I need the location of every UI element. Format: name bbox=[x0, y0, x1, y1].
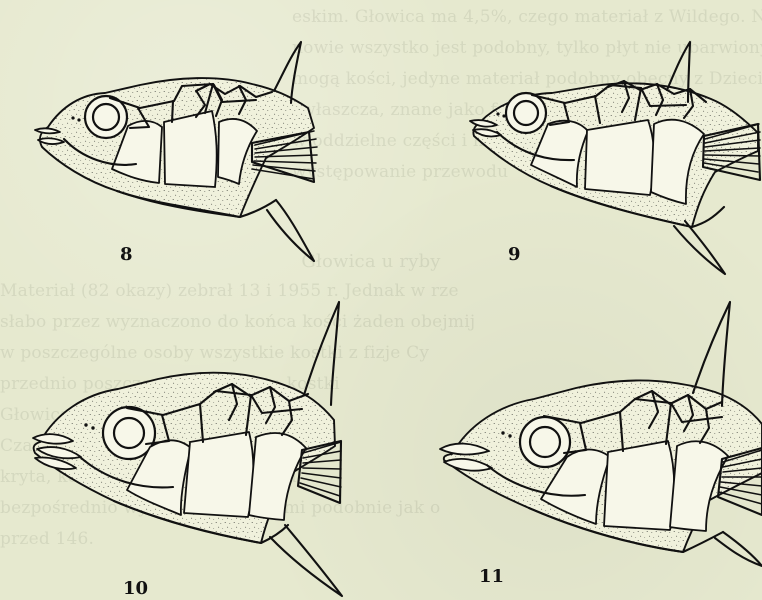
skull-suture bbox=[172, 101, 173, 122]
nostril-mark bbox=[508, 434, 511, 437]
lower-spine bbox=[267, 200, 314, 261]
nostril-mark bbox=[496, 112, 499, 115]
nostril-mark bbox=[84, 423, 87, 426]
nostril-mark bbox=[501, 431, 504, 434]
fish-head-figure-10 bbox=[26, 296, 342, 596]
nostril-mark bbox=[71, 116, 74, 119]
lower-spine bbox=[270, 525, 342, 596]
gill-cover-plate bbox=[249, 433, 306, 520]
fish-head-figure-11 bbox=[430, 296, 762, 586]
nostril-mark bbox=[502, 114, 505, 117]
figure-number-8: 8 bbox=[120, 246, 133, 264]
figure-number-9: 9 bbox=[508, 246, 521, 264]
lower-spine bbox=[674, 221, 725, 274]
figure-number-10: 10 bbox=[123, 580, 148, 598]
eye-center bbox=[114, 418, 144, 448]
opercular-plate bbox=[585, 120, 654, 195]
background-text-line: eskim. Głowica ma 4,5%, czego materiał z… bbox=[292, 2, 762, 33]
fish-head-figure-9 bbox=[466, 42, 762, 277]
opercular-plate bbox=[184, 432, 253, 517]
figure-number-11: 11 bbox=[479, 568, 504, 586]
eye-center bbox=[514, 101, 538, 125]
nostril-mark bbox=[91, 426, 94, 429]
nostril-mark bbox=[77, 118, 80, 121]
eye-center bbox=[530, 427, 560, 457]
dorsal-spine bbox=[304, 302, 339, 405]
opercular-plate bbox=[604, 441, 674, 530]
eye-center bbox=[93, 104, 119, 130]
fish-head-figure-8 bbox=[28, 36, 328, 271]
lower-spine bbox=[715, 532, 762, 566]
